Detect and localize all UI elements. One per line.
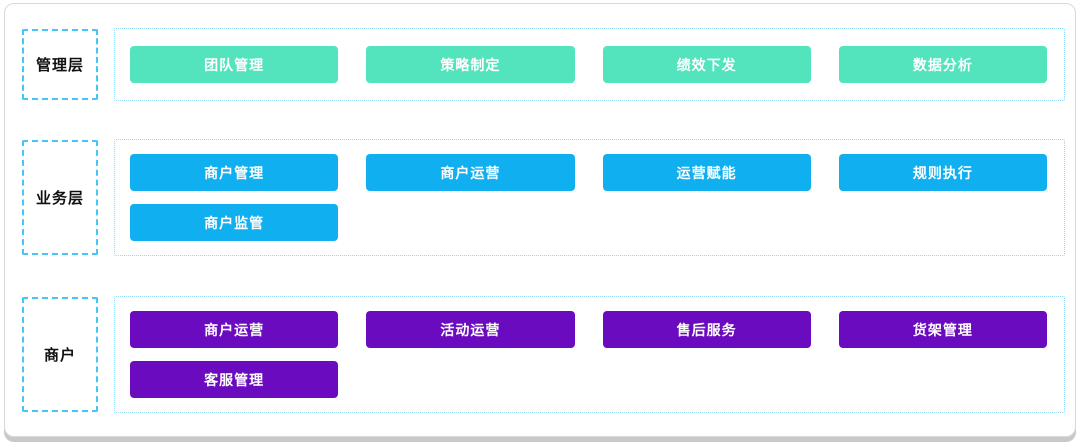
block-shelf-management: 货架管理 <box>838 311 1047 348</box>
block-operation-enablement: 运营赋能 <box>602 154 811 191</box>
block-strategy-making: 策略制定 <box>366 46 575 83</box>
layer-content-business: 商户管理 商户运营 运营赋能 规则执行 商户监管 <box>114 139 1065 256</box>
block-merchant-operation: 商户运营 <box>366 154 575 191</box>
block-activity-operation: 活动运营 <box>366 311 575 348</box>
layer-label-text: 管理层 <box>35 56 84 74</box>
block-merchant-supervision: 商户监管 <box>130 204 339 241</box>
layer-label-merchant: 商户 <box>22 297 98 412</box>
layer-content-management: 团队管理 策略制定 绩效下发 数据分析 <box>114 28 1065 101</box>
diagram-card: 管理层 团队管理 策略制定 绩效下发 数据分析 业务层 商户管理 商户运营 运营… <box>4 3 1076 437</box>
layer-business: 业务层 商户管理 商户运营 运营赋能 规则执行 商户监管 <box>5 139 1075 256</box>
block-merchant-ops: 商户运营 <box>130 311 339 348</box>
block-team-management: 团队管理 <box>130 46 339 83</box>
layer-label-text: 商户 <box>43 346 76 364</box>
layer-content-merchant: 商户运营 活动运营 售后服务 货架管理 客服管理 <box>114 296 1065 413</box>
layer-label-business: 业务层 <box>22 140 98 255</box>
layer-label-management: 管理层 <box>22 29 98 100</box>
block-after-sales-service: 售后服务 <box>602 311 811 348</box>
block-performance-issuing: 绩效下发 <box>602 46 811 83</box>
layer-merchant: 商户 商户运营 活动运营 售后服务 货架管理 客服管理 <box>5 296 1075 413</box>
block-merchant-management: 商户管理 <box>130 154 339 191</box>
layer-management: 管理层 团队管理 策略制定 绩效下发 数据分析 <box>5 28 1075 101</box>
block-data-analysis: 数据分析 <box>838 46 1047 83</box>
layer-label-text: 业务层 <box>35 189 84 207</box>
block-rule-execution: 规则执行 <box>838 154 1047 191</box>
block-customer-service-management: 客服管理 <box>130 361 339 398</box>
